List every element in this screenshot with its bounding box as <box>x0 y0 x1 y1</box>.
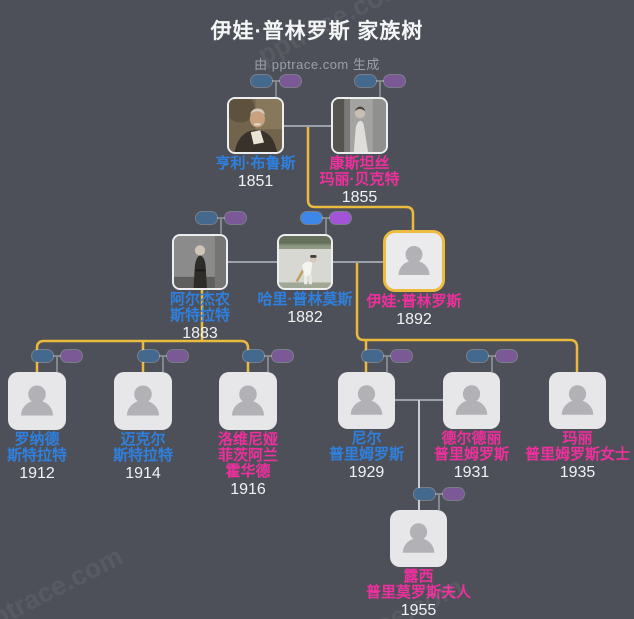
mother-badge[interactable] <box>384 75 405 87</box>
avatar-placeholder[interactable] <box>114 372 172 430</box>
mother-badge[interactable] <box>443 488 464 500</box>
badge-stub-line <box>379 81 381 97</box>
father-badge[interactable] <box>243 350 264 362</box>
badge-stub-line <box>491 356 493 372</box>
badge-stub-line <box>220 218 222 234</box>
badge-stub-line <box>267 356 269 372</box>
badge-stub-line <box>162 356 164 372</box>
father-badge[interactable] <box>196 212 217 224</box>
mother-badge[interactable] <box>330 212 351 224</box>
focus-person-avatar[interactable] <box>383 230 445 292</box>
father-badge[interactable] <box>138 350 159 362</box>
badge-stub-line <box>56 356 58 372</box>
avatar-placeholder[interactable] <box>338 372 395 429</box>
badge-stub-line <box>438 494 440 510</box>
mother-badge[interactable] <box>280 75 301 87</box>
mother-badge[interactable] <box>61 350 82 362</box>
page-subtitle: 由 pptrace.com 生成 <box>254 57 380 72</box>
portrait-photo[interactable] <box>227 97 284 154</box>
portrait-photo[interactable] <box>277 234 333 290</box>
avatar-placeholder[interactable] <box>549 372 606 429</box>
father-badge[interactable] <box>301 212 322 224</box>
father-badge[interactable] <box>414 488 435 500</box>
avatar-placeholder[interactable] <box>443 372 500 429</box>
badge-stub-line <box>325 218 327 234</box>
avatar-placeholder[interactable] <box>219 372 277 430</box>
mother-badge[interactable] <box>496 350 517 362</box>
mother-badge[interactable] <box>225 212 246 224</box>
descent-line-to-eva <box>306 127 415 231</box>
father-badge[interactable] <box>362 350 383 362</box>
portrait-photo[interactable] <box>331 97 388 154</box>
father-badge[interactable] <box>467 350 488 362</box>
mother-badge[interactable] <box>167 350 188 362</box>
father-badge[interactable] <box>32 350 53 362</box>
mother-badge[interactable] <box>391 350 412 362</box>
badge-stub-line <box>275 81 277 97</box>
father-badge[interactable] <box>251 75 272 87</box>
portrait-photo[interactable] <box>172 234 228 290</box>
avatar-placeholder[interactable] <box>8 372 66 430</box>
descent-bus-primrose-children <box>355 263 579 372</box>
father-badge[interactable] <box>355 75 376 87</box>
avatar-placeholder[interactable] <box>390 510 447 567</box>
header: 伊娃·普林罗斯 家族树 由 pptrace.com 生成 <box>0 15 634 73</box>
mother-badge[interactable] <box>272 350 293 362</box>
page-title: 伊娃·普林罗斯 家族树 <box>210 20 424 43</box>
badge-stub-line <box>386 356 388 372</box>
